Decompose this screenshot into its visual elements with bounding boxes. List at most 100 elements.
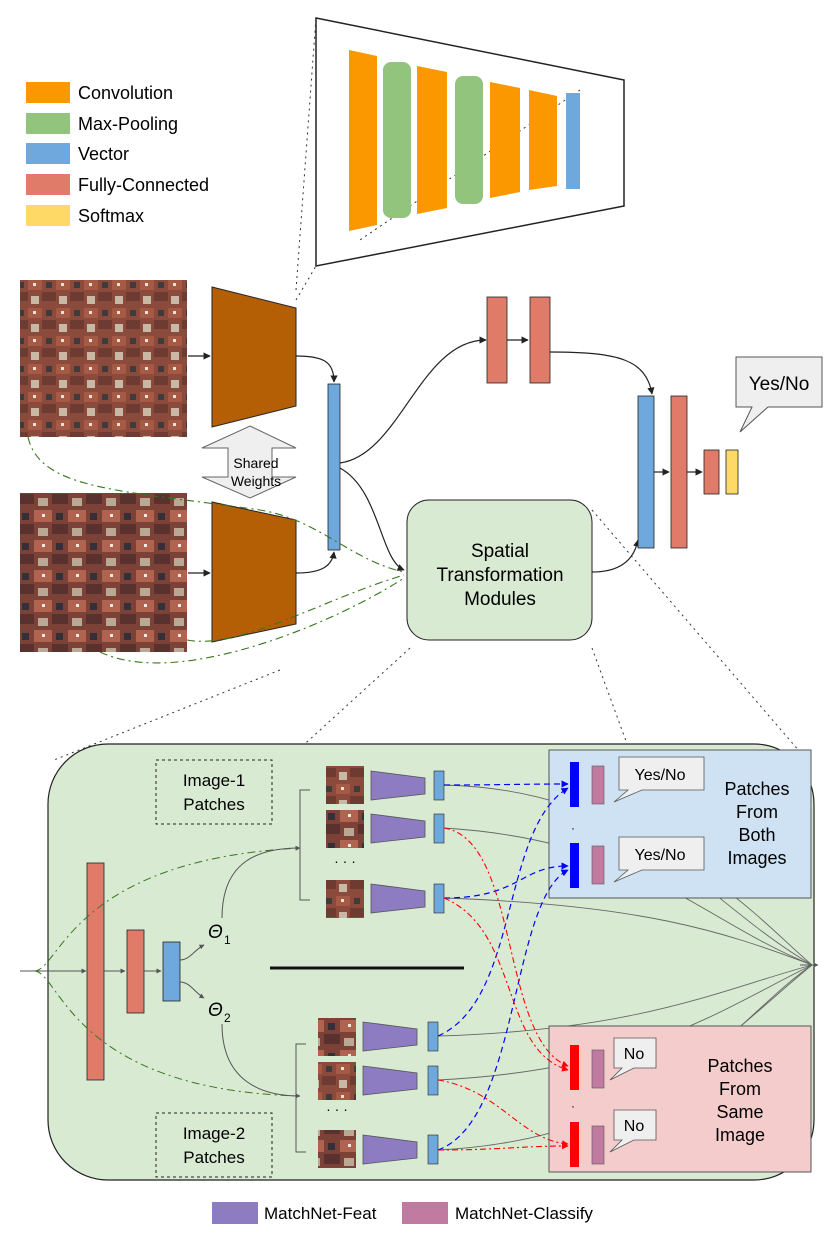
same-image-line-4: Image xyxy=(715,1125,765,1145)
image1-patch-3 xyxy=(326,880,364,918)
legend-label-convolution: Convolution xyxy=(78,83,173,103)
bottom-legend-label-classify: MatchNet-Classify xyxy=(455,1204,593,1223)
fc-layer-1 xyxy=(486,296,508,384)
stm-line-1: Spatial xyxy=(471,541,529,562)
bottom-legend-label-feat: MatchNet-Feat xyxy=(264,1204,377,1223)
both-images-line-1: Patches xyxy=(724,779,789,799)
final-vector xyxy=(637,395,655,549)
image2-patches-line-2: Patches xyxy=(183,1148,244,1167)
image1-patch-ellipsis: · · · xyxy=(334,853,356,869)
feat-vec-1b xyxy=(433,813,445,844)
concat-vector xyxy=(327,383,341,551)
bottom-legend: MatchNet-Feat MatchNet-Classify xyxy=(212,1202,593,1224)
feat-tower-2a xyxy=(362,1021,418,1052)
loc-vector xyxy=(162,941,181,1002)
both-images-line-2: From xyxy=(736,802,778,822)
image1-patches-line-2: Patches xyxy=(183,795,244,814)
zoom-conv-3 xyxy=(490,82,520,198)
theta-2-subscript: 2 xyxy=(224,1011,231,1025)
shared-weights-line-1: Shared xyxy=(233,455,278,471)
both-classifier-vec-1 xyxy=(570,762,579,807)
stm-box: Spatial Transformation Modules xyxy=(406,499,593,641)
legend-swatch-softmax xyxy=(26,205,70,226)
same-image-line-2: From xyxy=(719,1079,761,1099)
same-classifier-fc-1 xyxy=(591,1049,605,1089)
same-no-bubble-1 xyxy=(609,1037,657,1081)
feat-vec-2c xyxy=(427,1134,439,1165)
same-no-bubble-2 xyxy=(609,1109,657,1153)
bottom-legend-swatch-feat xyxy=(212,1202,258,1224)
same-image-line-1: Patches xyxy=(707,1056,772,1076)
input-image-2 xyxy=(20,493,187,652)
stm-line-3: Modules xyxy=(464,589,536,610)
top-yes-no-bubble xyxy=(735,356,823,433)
same-image-box: · No No Patches From Same Image xyxy=(548,1025,812,1173)
feat-tower-1b xyxy=(370,813,426,844)
legend-swatch-vector xyxy=(26,143,70,164)
conv-block-bottom xyxy=(211,501,297,643)
theta-2: Θ xyxy=(208,1000,223,1021)
zoom-pool-2 xyxy=(455,76,483,204)
final-fc-2 xyxy=(703,449,720,495)
same-classifier-vec-1 xyxy=(570,1045,579,1090)
input-image-1 xyxy=(20,280,187,437)
stm-rect xyxy=(406,499,593,641)
shared-weights-line-2: Weights xyxy=(231,473,281,489)
feat-tower-1a xyxy=(370,770,426,801)
same-image-rect xyxy=(548,1025,812,1173)
both-classifier-ellipsis: · xyxy=(571,821,575,835)
conv-tower-zoom xyxy=(295,17,625,301)
image1-patch-1 xyxy=(326,766,364,804)
zoom-conv-2 xyxy=(417,66,447,214)
feat-vec-1a xyxy=(433,770,445,801)
same-no-text-1: No xyxy=(624,1046,645,1063)
image1-patches-line-1: Image-1 xyxy=(183,771,245,790)
legend: Convolution Max-Pooling Vector Fully-Con… xyxy=(26,82,209,226)
both-classifier-vec-2 xyxy=(570,843,579,888)
image1-patches-label: Image-1 Patches xyxy=(155,759,273,825)
both-classifier-fc-2 xyxy=(591,845,605,885)
feat-tower-2c xyxy=(362,1134,418,1165)
both-images-box: · Yes/No Yes/No Patches From Both Images xyxy=(548,749,812,899)
image2-patches-label: Image-2 Patches xyxy=(155,1112,273,1178)
legend-swatch-convolution xyxy=(26,82,70,103)
zoom-conv-4 xyxy=(529,90,557,190)
fc-layer-2 xyxy=(529,296,551,384)
feat-vec-2a xyxy=(427,1021,439,1052)
stm-line-2: Transformation xyxy=(436,565,563,586)
both-yes-no-bubble-2 xyxy=(613,836,705,883)
same-classifier-vec-2 xyxy=(570,1122,579,1167)
theta-1-subscript: 1 xyxy=(224,933,231,947)
legend-swatch-max-pooling xyxy=(26,113,70,134)
final-fc-1 xyxy=(670,395,688,549)
both-yes-no-bubble-1 xyxy=(613,756,705,803)
both-yes-no-text-2: Yes/No xyxy=(635,847,686,864)
feat-tower-1c xyxy=(370,883,426,914)
top-yes-no-callout: Yes/No xyxy=(735,356,823,433)
image2-patch-ellipsis: · · · xyxy=(326,1101,348,1117)
theta-1: Θ xyxy=(208,922,223,943)
legend-label-vector: Vector xyxy=(78,144,129,164)
both-images-line-4: Images xyxy=(727,848,786,868)
both-images-line-3: Both xyxy=(738,825,775,845)
zoom-conv-1 xyxy=(349,50,377,231)
both-classifier-fc-1 xyxy=(591,765,605,805)
same-classifier-fc-2 xyxy=(591,1125,605,1165)
softmax-layer xyxy=(725,449,739,495)
same-image-line-3: Same xyxy=(716,1102,763,1122)
image2-patch-3 xyxy=(318,1130,356,1168)
legend-swatch-fully-connected xyxy=(26,174,70,195)
zoom-pool-1 xyxy=(383,62,411,218)
feat-vec-2b xyxy=(427,1065,439,1096)
image2-patch-1 xyxy=(318,1018,356,1056)
zoom-vector xyxy=(566,93,580,189)
same-no-text-2: No xyxy=(624,1118,645,1135)
shared-weights-arrow xyxy=(201,425,297,499)
bottom-legend-swatch-classify xyxy=(402,1202,448,1224)
both-yes-no-text-1: Yes/No xyxy=(635,767,686,784)
legend-label-max-pooling: Max-Pooling xyxy=(78,114,178,134)
loc-fc-2 xyxy=(126,929,145,1014)
image2-patch-2 xyxy=(318,1062,356,1100)
top-yes-no-text: Yes/No xyxy=(749,374,810,395)
